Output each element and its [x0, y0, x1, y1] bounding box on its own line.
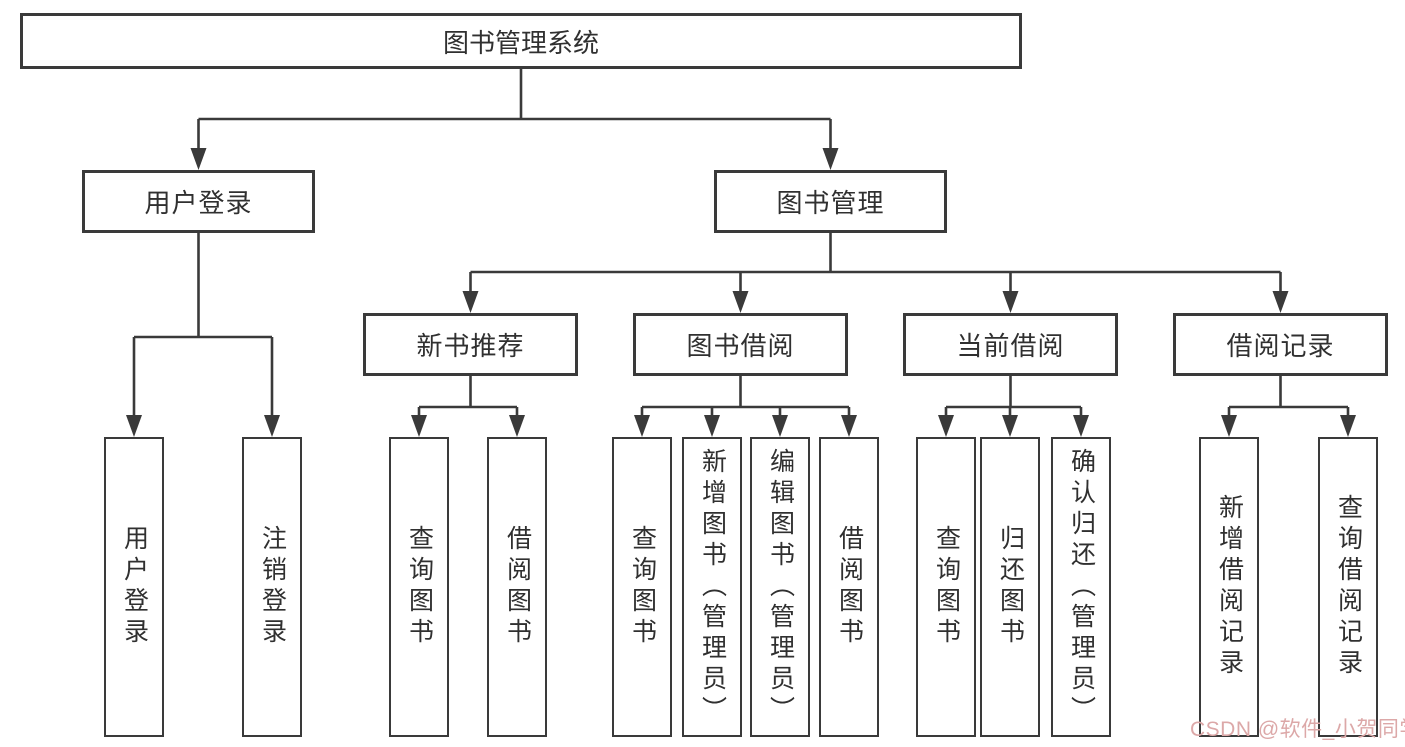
node-current-borrow: 当前借阅 [903, 313, 1118, 376]
leaf-label: 查询图书 [628, 525, 657, 649]
node-new-book-recommend: 新书推荐 [363, 313, 578, 376]
leaf-label: 查询借阅记录 [1334, 494, 1363, 680]
node-user-login: 用户登录 [82, 170, 315, 233]
node-label: 用户登录 [144, 188, 253, 218]
csdn-watermark: CSDN @软件_小贺同学 [1190, 718, 1405, 741]
leaf-edit-book-admin: 编辑图书（管理员） [750, 437, 810, 737]
leaf-borrow-book-1: 借阅图书 [487, 437, 547, 737]
leaf-return-book: 归还图书 [980, 437, 1040, 737]
node-label: 借阅记录 [1226, 331, 1335, 361]
leaf-label: 注销登录 [258, 525, 287, 649]
leaf-logout: 注销登录 [242, 437, 302, 737]
node-label: 图书管理 [776, 188, 885, 218]
leaf-label: 确认归还（管理员） [1067, 447, 1096, 727]
leaf-label: 归还图书 [996, 525, 1025, 649]
node-label: 新书推荐 [416, 331, 525, 361]
leaf-add-book-admin: 新增图书（管理员） [682, 437, 742, 737]
leaf-label: 查询图书 [932, 525, 961, 649]
leaf-query-book-3: 查询图书 [916, 437, 976, 737]
leaf-confirm-return-admin: 确认归还（管理员） [1051, 437, 1111, 737]
leaf-label: 用户登录 [120, 525, 149, 649]
leaf-query-borrow-record: 查询借阅记录 [1318, 437, 1378, 737]
leaf-label: 借阅图书 [503, 525, 532, 649]
leaf-label: 查询图书 [405, 525, 434, 649]
leaf-add-borrow-record: 新增借阅记录 [1199, 437, 1259, 737]
node-book-borrow: 图书借阅 [633, 313, 848, 376]
leaf-label: 新增借阅记录 [1215, 494, 1244, 680]
leaf-label: 新增图书（管理员） [698, 447, 727, 727]
node-label: 当前借阅 [956, 331, 1065, 361]
leaf-label: 编辑图书（管理员） [766, 447, 795, 727]
node-root: 图书管理系统 [20, 13, 1022, 69]
node-borrow-record: 借阅记录 [1173, 313, 1388, 376]
leaf-query-book-2: 查询图书 [612, 437, 672, 737]
leaf-user-login: 用户登录 [104, 437, 164, 737]
node-book-management: 图书管理 [714, 170, 947, 233]
node-label: 图书借阅 [686, 331, 795, 361]
leaf-label: 借阅图书 [835, 525, 864, 649]
node-label: 图书管理系统 [442, 27, 599, 58]
leaf-query-book-1: 查询图书 [389, 437, 449, 737]
leaf-borrow-book-2: 借阅图书 [819, 437, 879, 737]
